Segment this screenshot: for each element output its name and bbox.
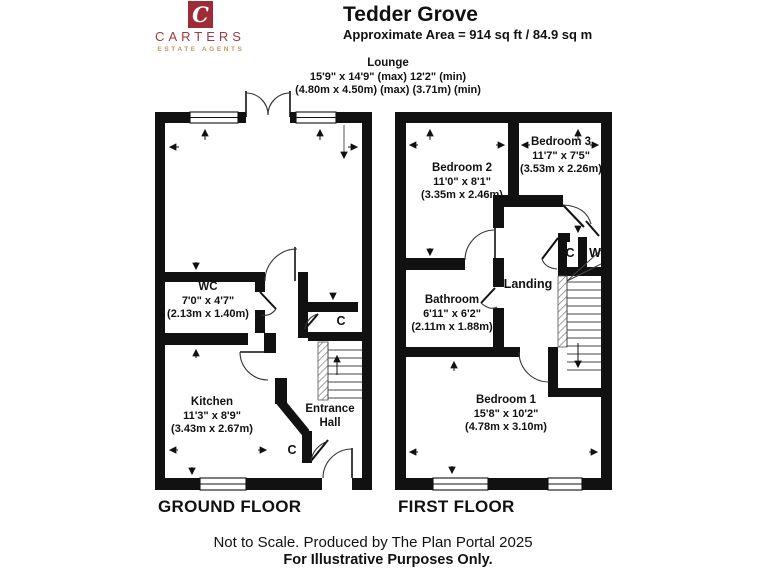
ground-exterior-walls: [155, 112, 372, 490]
entrance-hall-line1: Entrance: [305, 403, 355, 415]
bedroom2-label: Bedroom 2 11'0" x 8'1" (3.35m x 2.46m): [421, 162, 503, 203]
first-floor-label: FIRST FLOOR: [398, 497, 515, 516]
bedroom3-dims-metric: (3.53m x 2.26m): [520, 163, 602, 175]
bedroom1-dims-metric: (4.78m x 3.10m): [465, 421, 547, 433]
entrance-hall-line2: Hall: [319, 416, 341, 429]
bedroom2-dims-imperial: 11'0" x 8'1": [433, 175, 491, 188]
logo-initial: C: [192, 2, 209, 27]
understairs-cupboard-label: C: [287, 443, 297, 457]
bathroom-dims-metric: (2.11m x 1.88m): [411, 321, 493, 333]
landing-label: Landing: [503, 277, 553, 291]
carters-logo-icon: C: [188, 1, 213, 28]
lounge-dims-metric: (4.80m x 4.50m) (max) (3.71m) (min): [295, 84, 481, 96]
lounge-label: Lounge 15'9" x 14'9" (max) 12'2" (min) (…: [295, 57, 481, 98]
bedroom1-name: Bedroom 1: [475, 394, 537, 406]
lounge-name: Lounge: [367, 57, 409, 69]
first-windows: [432, 477, 583, 491]
logo-tagline: ESTATE AGENTS: [157, 46, 245, 53]
bedroom3-name: Bedroom 3: [530, 136, 592, 148]
first-interior-walls: [395, 123, 612, 397]
first-cupboard-label: C: [565, 246, 575, 260]
ground-windows: [189, 111, 337, 491]
logo-brand-name: CARTERS: [155, 29, 245, 44]
bedroom3-dims-imperial: 11'7" x 7'5": [532, 149, 590, 162]
first-doors: [464, 204, 600, 383]
approximate-area: Approximate Area = 914 sq ft / 84.9 sq m: [343, 27, 593, 42]
ground-interior-walls: [165, 272, 362, 463]
kitchen-dims-metric: (3.43m x 2.67m): [171, 423, 253, 435]
kitchen-dims-imperial: 11'3" x 8'9": [183, 409, 241, 422]
ground-floor-plan: [155, 91, 372, 491]
lounge-dims-imperial: 15'9" x 14'9" (max) 12'2" (min): [309, 70, 467, 83]
ground-doors: [239, 91, 353, 479]
first-floor-plan: [395, 112, 612, 491]
bedroom1-dims-imperial: 15'8" x 10'2": [473, 407, 539, 420]
wc-label: WC 7'0" x 4'7" (2.13m x 1.40m): [167, 281, 249, 322]
ground-dimension-arrows: [168, 125, 359, 476]
kitchen-label: Kitchen 11'3" x 8'9" (3.43m x 2.67m): [171, 396, 253, 437]
bathroom-label: Bathroom 6'11" x 6'2" (2.11m x 1.88m): [411, 294, 492, 335]
bathroom-name: Bathroom: [424, 294, 480, 306]
bathroom-dims-imperial: 6'11" x 6'2": [423, 307, 481, 320]
first-stairs: [557, 249, 602, 371]
hall-cupboard-label: C: [336, 314, 346, 328]
kitchen-name: Kitchen: [190, 396, 234, 408]
footer-disclaimer: Not to Scale. Produced by The Plan Porta…: [213, 534, 533, 551]
first-dimension-arrows: [408, 128, 600, 475]
bedroom1-label: Bedroom 1 15'8" x 10'2" (4.78m x 3.10m): [465, 394, 547, 435]
ground-stairs: [317, 341, 362, 401]
wc-dims-metric: (2.13m x 1.40m): [167, 308, 249, 320]
wc-dims-imperial: 7'0" x 4'7": [181, 294, 235, 307]
footer-illustrative: For Illustrative Purposes Only.: [283, 552, 493, 568]
bedroom3-label: Bedroom 3 11'7" x 7'5" (3.53m x 2.26m): [520, 136, 602, 177]
wc-name: WC: [198, 281, 218, 293]
page-title: Tedder Grove: [343, 3, 478, 26]
entrance-hall-label: Entrance Hall: [305, 403, 354, 430]
ground-floor-label: GROUND FLOOR: [158, 497, 302, 516]
first-exterior-walls: [395, 112, 612, 490]
wardrobe-label: W: [589, 246, 601, 260]
bedroom2-name: Bedroom 2: [431, 162, 493, 174]
bedroom2-dims-metric: (3.35m x 2.46m): [421, 189, 503, 201]
